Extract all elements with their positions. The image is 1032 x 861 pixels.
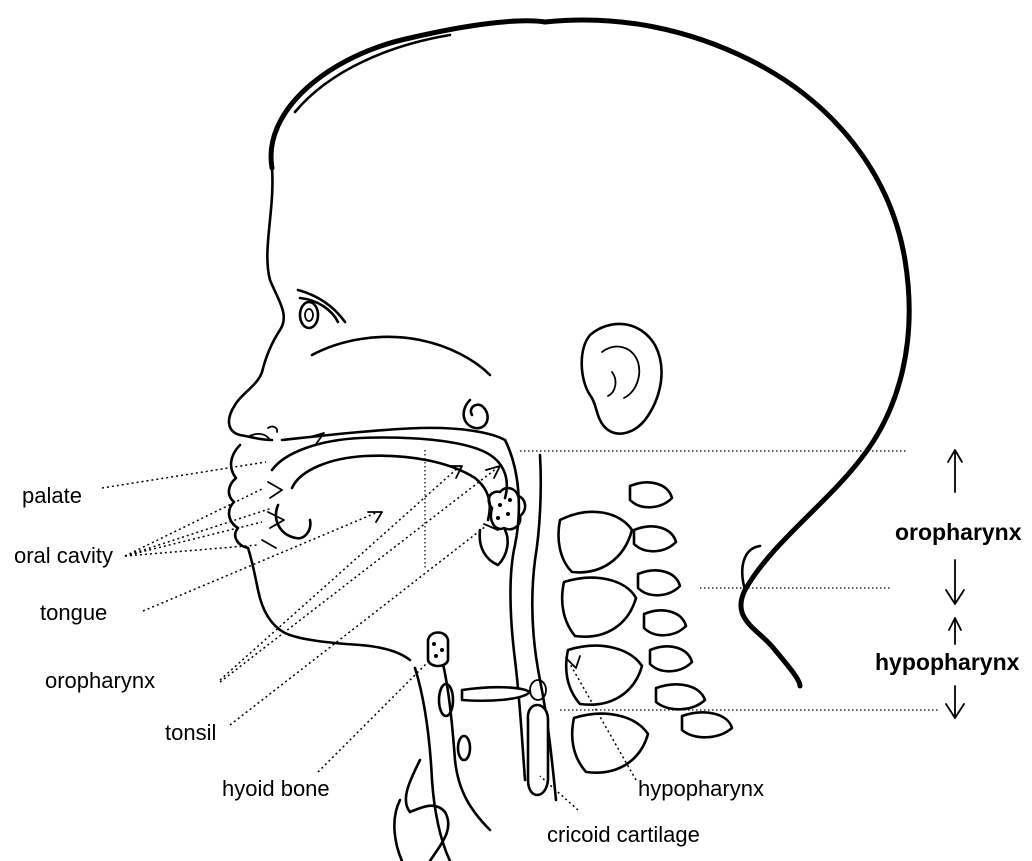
- label-oropharynx: oropharynx: [45, 668, 155, 693]
- ear: [582, 324, 662, 434]
- cricoid-cartilage-structure: [528, 680, 548, 795]
- label-hypopharynx: hypopharynx: [638, 776, 764, 801]
- region-hypopharynx: hypopharynx: [875, 649, 1020, 675]
- label-hyoid-bone: hyoid bone: [222, 776, 330, 801]
- cervical-vertebrae: [559, 482, 733, 772]
- region-oropharynx: oropharynx: [895, 519, 1022, 545]
- nasopharynx-mark: [464, 400, 488, 428]
- tongue-structure: [276, 456, 490, 539]
- eye: [298, 290, 490, 375]
- region-markers: oropharynx hypopharynx: [875, 450, 1022, 718]
- palate-structure: [272, 428, 507, 498]
- leader-lines: [102, 462, 636, 810]
- label-palate: palate: [22, 483, 82, 508]
- label-tongue: tongue: [40, 600, 107, 625]
- label-cricoid-cartilage: cricoid cartilage: [547, 822, 700, 847]
- inner-arrows: [262, 466, 580, 668]
- label-tonsil: tonsil: [165, 720, 216, 745]
- larynx: [394, 760, 448, 861]
- label-oral-cavity: oral cavity: [14, 543, 113, 568]
